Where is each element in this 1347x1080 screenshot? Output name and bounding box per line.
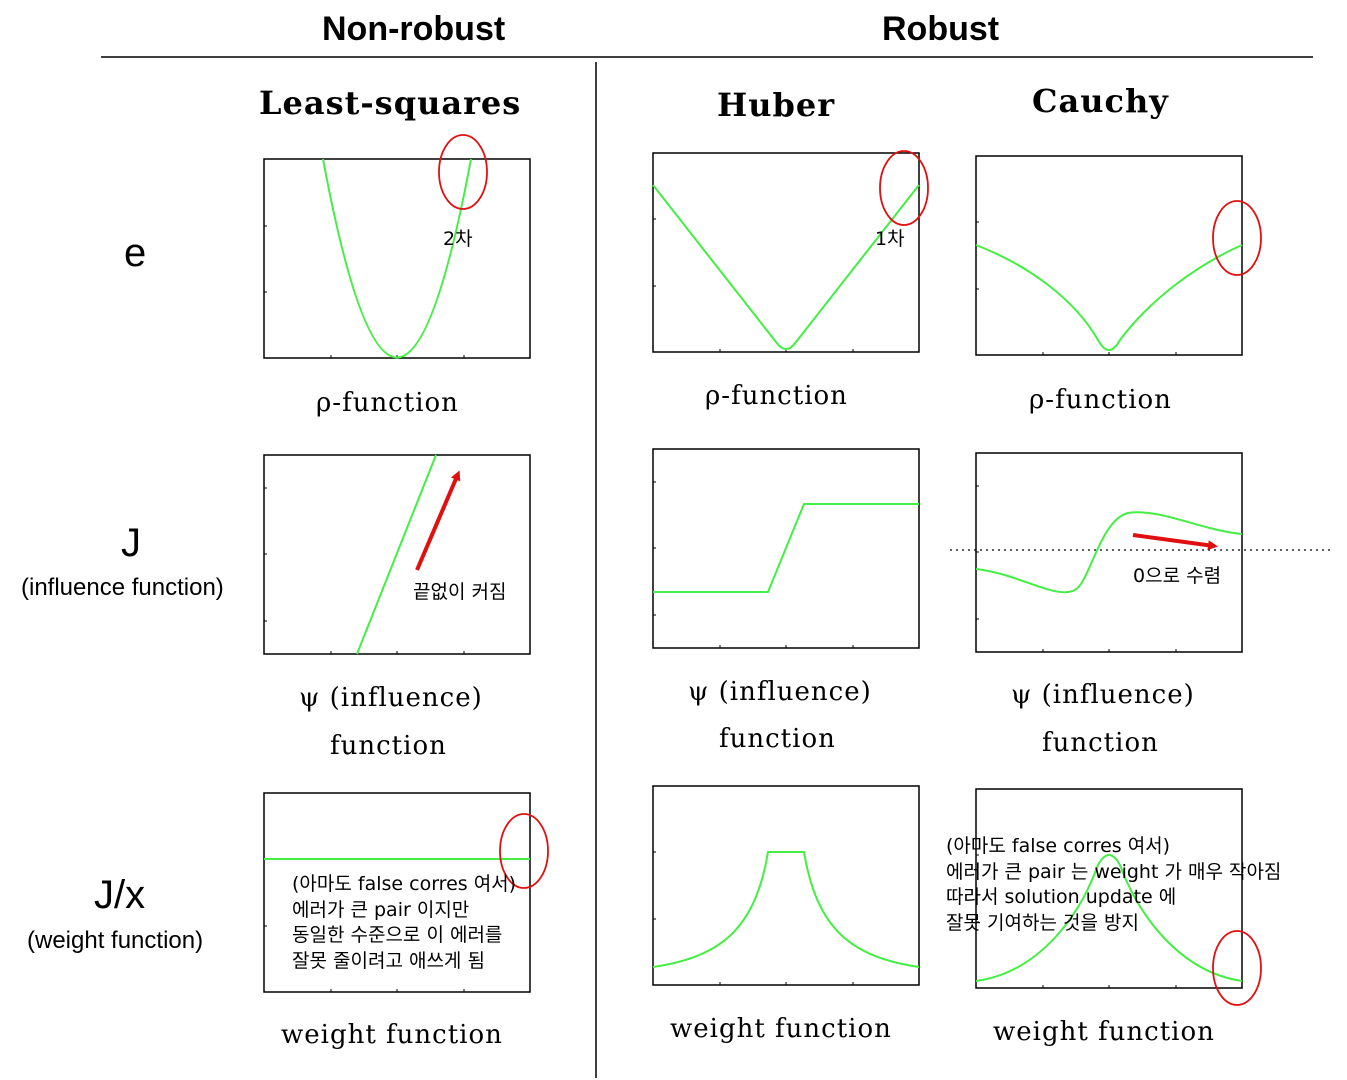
caption-psi-huber-2: function [719, 724, 836, 754]
annotation-line: 잘못 줄이려고 애쓰게 됨 [292, 949, 485, 972]
highlight-circle-ls-weight [499, 813, 549, 889]
ticks-cauchy-rho [976, 221, 1177, 355]
header-nonrobust: Non-robust [322, 10, 506, 48]
row-label-e: e [124, 231, 147, 275]
row-label-j: J [121, 521, 141, 565]
annotation-line: 잘못 기여하는 것을 방지 [946, 911, 1139, 934]
ticks-huber-rho [653, 218, 854, 352]
caption-psi-cauchy: ψ (influence) [1011, 680, 1195, 710]
arrow-ls-psi [415, 470, 461, 571]
curve-huber-psi [653, 503, 919, 593]
annotation-ls-psi: 끝없이 커짐 [413, 581, 507, 603]
highlight-circle-cauchy-weight [1212, 930, 1262, 1006]
annotation-line: 에러가 큰 pair 이지만 [292, 898, 470, 921]
annotation-cauchy-weight: (아마도 false corres 여서) 에러가 큰 pair 는 weigh… [946, 834, 1281, 936]
arrow-cauchy-psi [1132, 533, 1218, 551]
annotation-line: 따라서 solution update 에 [946, 886, 1177, 908]
column-title-huber: Huber [717, 86, 836, 124]
annotation-line: 동일한 수준으로 이 에러를 [292, 924, 503, 946]
caption-psi-huber: ψ (influence) [688, 677, 872, 707]
curve-huber-weight [652, 851, 920, 968]
ticks-ls-rho [264, 225, 465, 358]
column-title-least-squares: Least-squares [259, 84, 522, 122]
ticks-cauchy-psi [976, 485, 1177, 652]
caption-weight-least-squares: weight function [281, 1020, 503, 1050]
plot-frame-huber-rho [652, 152, 920, 353]
curve-ls-rho [322, 158, 472, 359]
curve-huber-rho [652, 184, 920, 350]
ticks-huber-psi [653, 481, 854, 648]
plot-frame-cauchy-rho [975, 155, 1243, 356]
caption-psi-cauchy-2: function [1042, 728, 1159, 758]
annotation-ls-weight: (아마도 false corres 여서) 에러가 큰 pair 이지만 동일한… [292, 872, 516, 974]
curve-cauchy-psi [975, 511, 1243, 594]
caption-rho-cauchy: ρ-function [1029, 385, 1172, 415]
row-sublabel-j: (influence function) [21, 574, 224, 601]
annotation-line: (아마도 false corres 여서) [292, 873, 517, 895]
highlight-circle-ls-rho [438, 134, 488, 210]
caption-weight-cauchy: weight function [993, 1017, 1215, 1047]
plot-frame-huber-weight [652, 785, 920, 986]
annotation-cauchy-psi: 0으로 수렴 [1133, 565, 1222, 587]
caption-weight-huber: weight function [670, 1014, 892, 1044]
ticks-cauchy-weight [976, 854, 1177, 988]
caption-rho-huber: ρ-function [705, 381, 848, 411]
caption-psi-least-squares-2: function [330, 731, 447, 761]
curve-cauchy-rho [975, 244, 1243, 351]
annotation-huber-rho: 1차 [875, 228, 905, 250]
plot-frame-ls-rho [263, 158, 531, 359]
caption-psi-least-squares: ψ (influence) [299, 683, 483, 713]
row-label-jx: J/x [94, 873, 146, 917]
highlight-circle-cauchy-rho [1212, 200, 1262, 276]
curve-cauchy-weight [975, 854, 1243, 982]
row-sublabel-jx: (weight function) [27, 927, 204, 954]
curve-ls-psi [356, 454, 437, 655]
annotation-ls-rho: 2차 [443, 228, 473, 250]
column-title-cauchy: Cauchy [1032, 82, 1169, 120]
highlight-circle-huber-rho [879, 150, 929, 226]
ticks-ls-psi [264, 487, 465, 654]
header-robust: Robust [882, 10, 1000, 48]
caption-rho-least-squares: ρ-function [316, 388, 459, 418]
annotation-line: 에러가 큰 pair 는 weight 가 매우 작아짐 [946, 860, 1282, 883]
ticks-huber-weight [653, 851, 854, 985]
plot-frame-cauchy-psi [975, 452, 1243, 653]
annotation-line: (아마도 false corres 여서) [946, 835, 1171, 857]
